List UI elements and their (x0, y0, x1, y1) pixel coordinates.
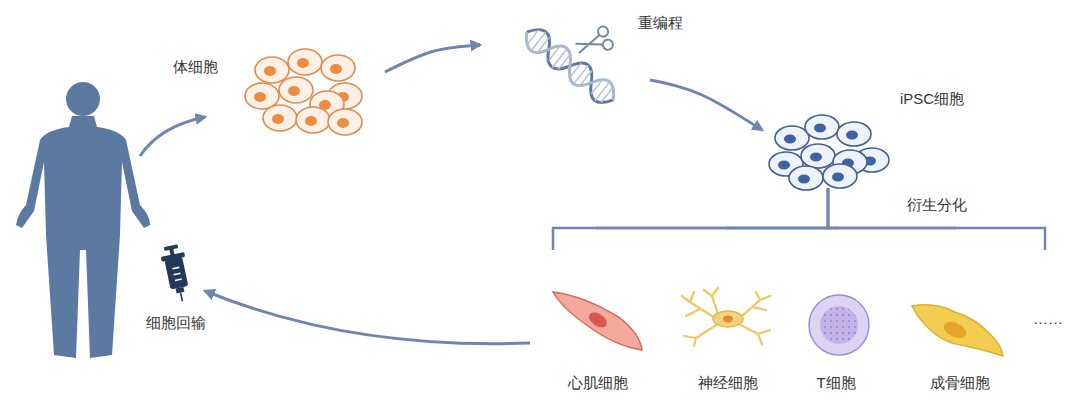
node-label: 心肌细胞 (568, 374, 628, 392)
t-cell (809, 295, 869, 355)
bracket (553, 228, 1045, 250)
node-label: 细胞回输 (146, 314, 206, 332)
node-label: 神经细胞 (698, 374, 758, 392)
cell-illustration-node: 重编程 (518, 20, 622, 112)
cardiomyocyte-cell (553, 292, 642, 350)
cell-illustration-node: 细胞回输 (160, 248, 194, 304)
cell-illustration-node: 神经细胞 (678, 288, 774, 348)
flow-connector (596, 188, 828, 228)
node-label: T细胞 (816, 374, 855, 392)
node-label: 成骨细胞 (930, 374, 990, 392)
node-label: 重编程 (638, 14, 683, 32)
flow-connector (726, 188, 828, 228)
neuron-cell (682, 288, 770, 346)
scissors (573, 25, 614, 60)
annotation-label: 衍生分化 (907, 196, 967, 214)
flow-connector (385, 45, 480, 72)
flow-connector (828, 188, 839, 228)
node-label: 体细胞 (173, 58, 218, 76)
osteoblast-cell (912, 305, 1003, 356)
somatic-cells (245, 49, 362, 135)
cell-illustration-node: 成骨细胞 (908, 298, 1004, 358)
return-arrow (205, 291, 530, 344)
syringe-icon (159, 243, 194, 304)
dna-scissors-icon (519, 23, 620, 110)
node-label: iPSC细胞 (900, 90, 964, 108)
cell-illustration-node: 体细胞 (245, 52, 363, 132)
cell-illustration-node: T细胞 (806, 293, 872, 357)
cell-illustration-node: 心肌细胞 (548, 284, 644, 352)
cell-illustration-node: iPSC细胞 (768, 118, 888, 188)
flow-arrow (140, 117, 205, 156)
ipsc-cells (769, 115, 889, 190)
human-figure (16, 82, 150, 358)
flow-connector (650, 80, 762, 130)
annotation-label: …… (1033, 310, 1063, 328)
